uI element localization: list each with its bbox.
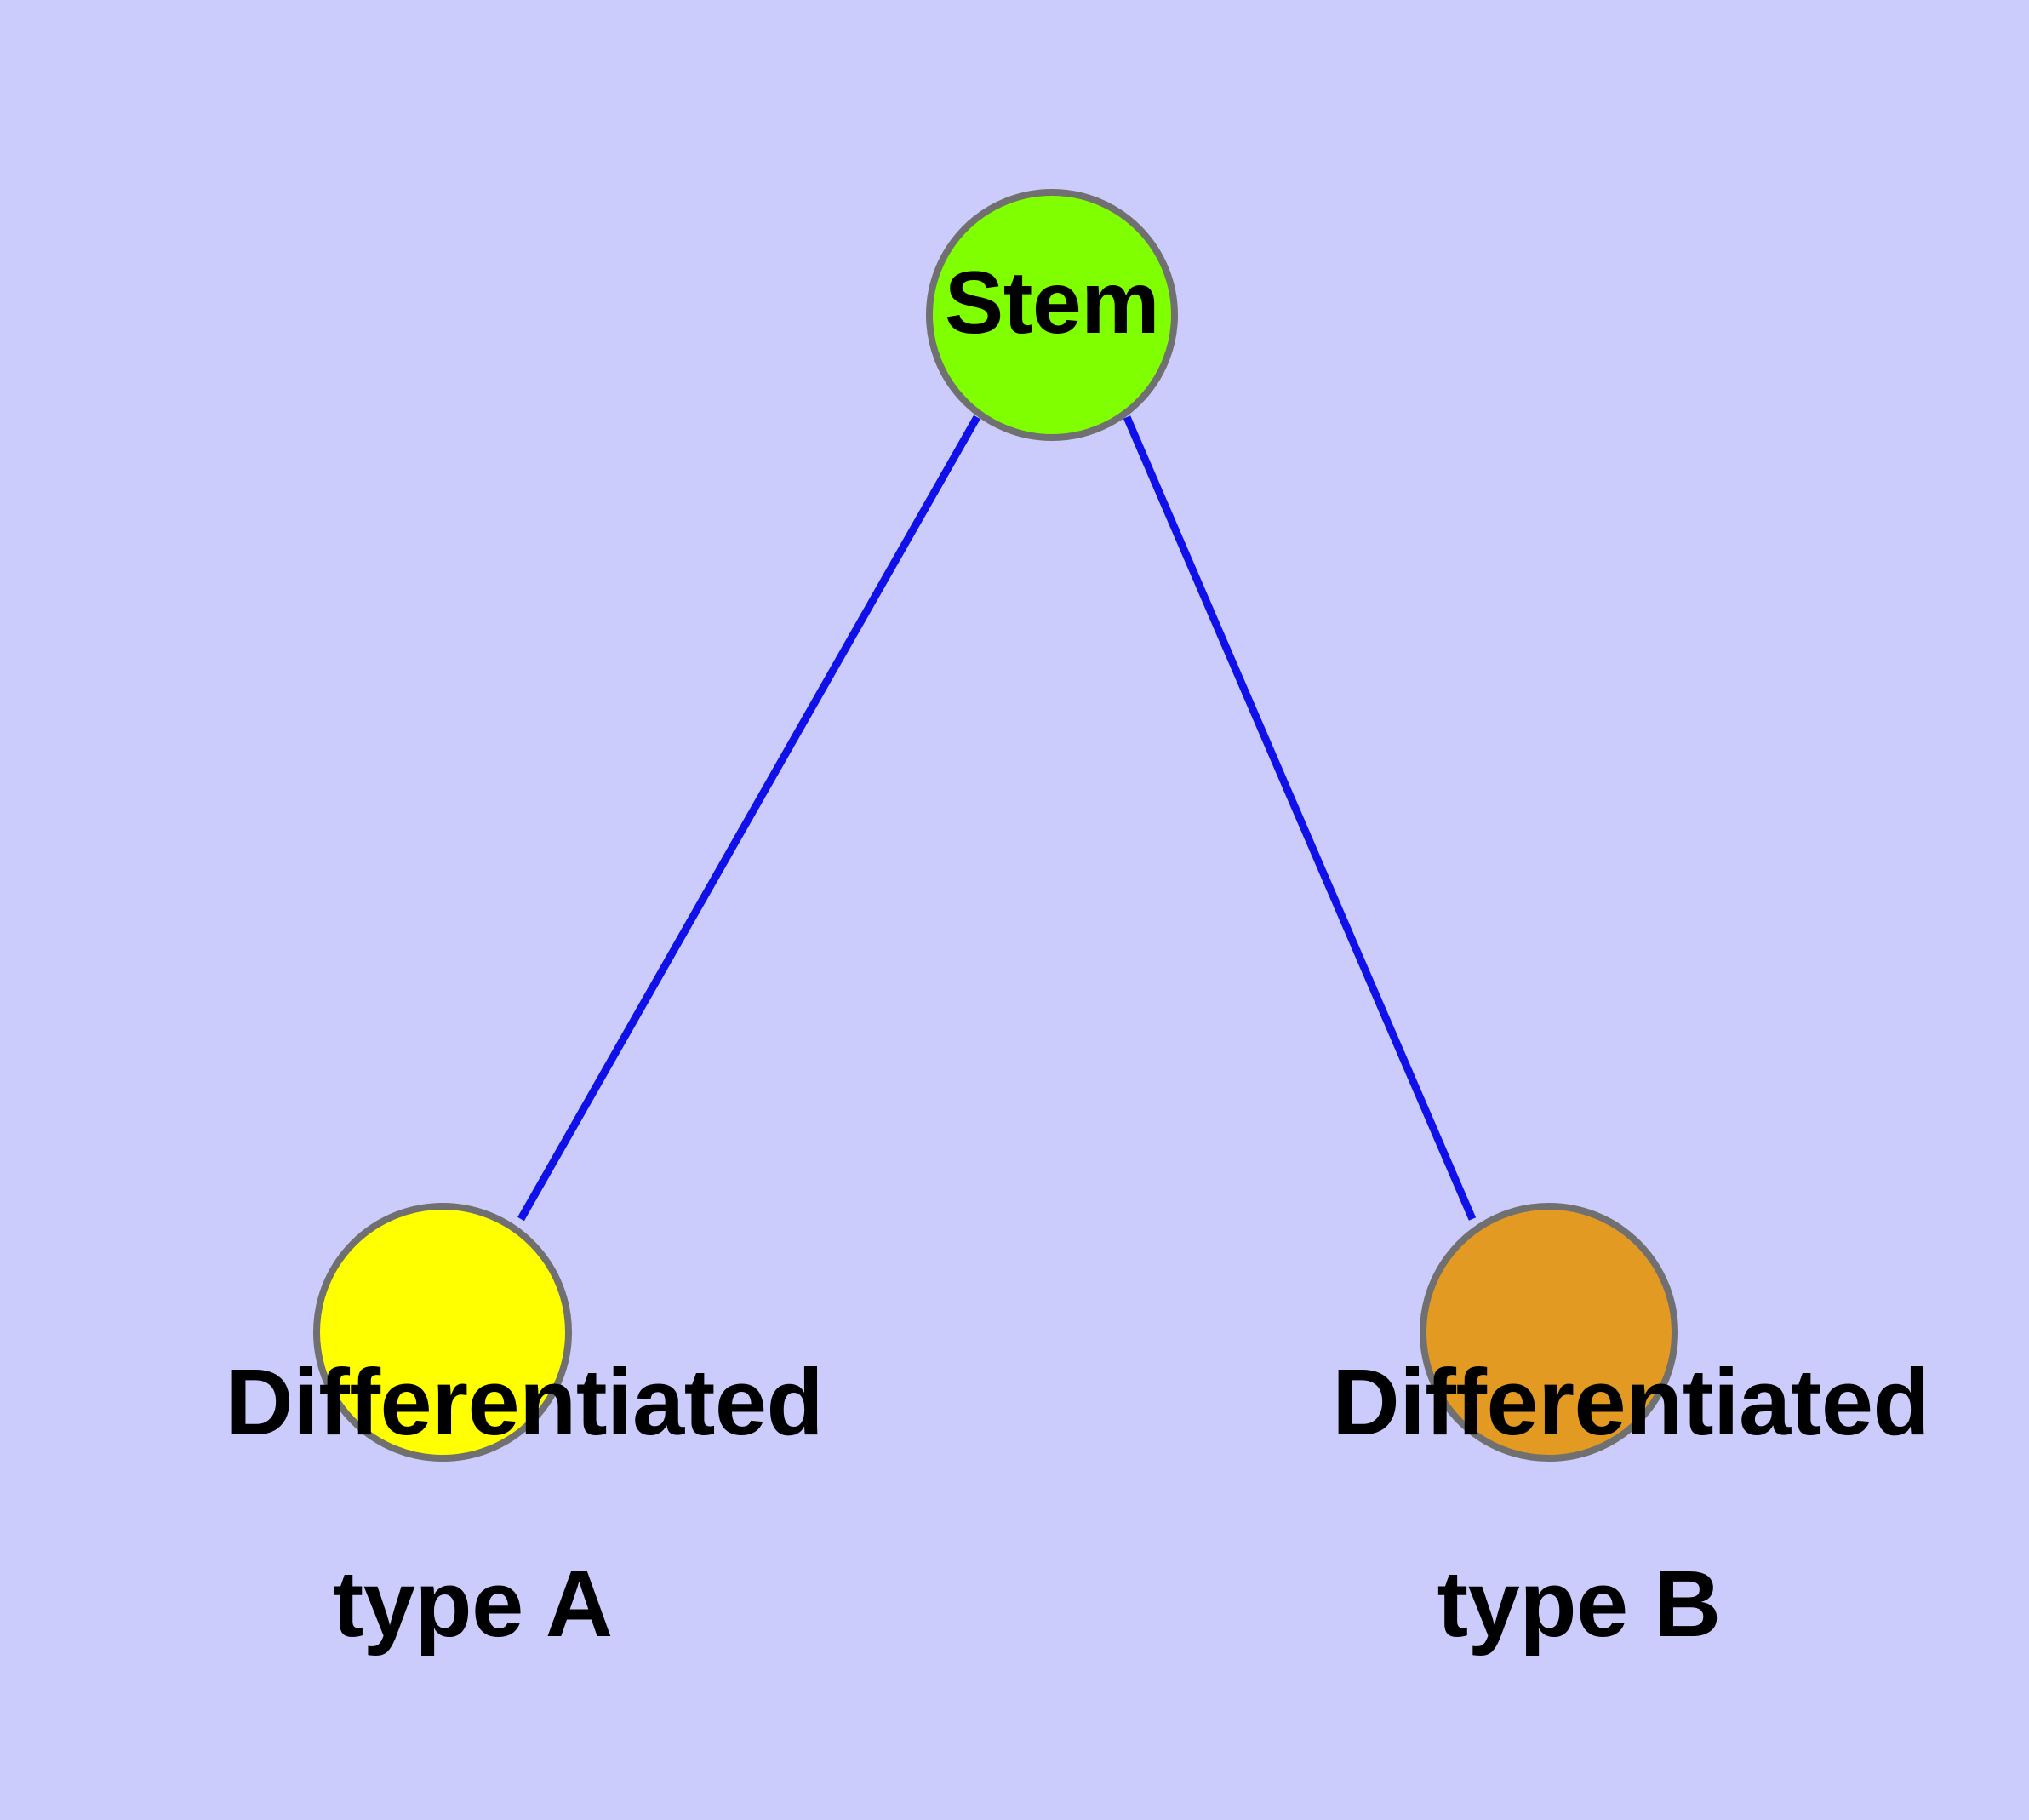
edge-layer	[517, 415, 1477, 1222]
node-layer	[313, 189, 1678, 1462]
node-differentiated-type-a[interactable]	[313, 1203, 572, 1462]
node-differentiated-type-b[interactable]	[1420, 1203, 1678, 1462]
edge-stem-to-differentiated-type-a	[517, 415, 980, 1222]
node-stem[interactable]	[926, 189, 1178, 441]
edge-stem-to-differentiated-type-b	[1123, 415, 1477, 1221]
